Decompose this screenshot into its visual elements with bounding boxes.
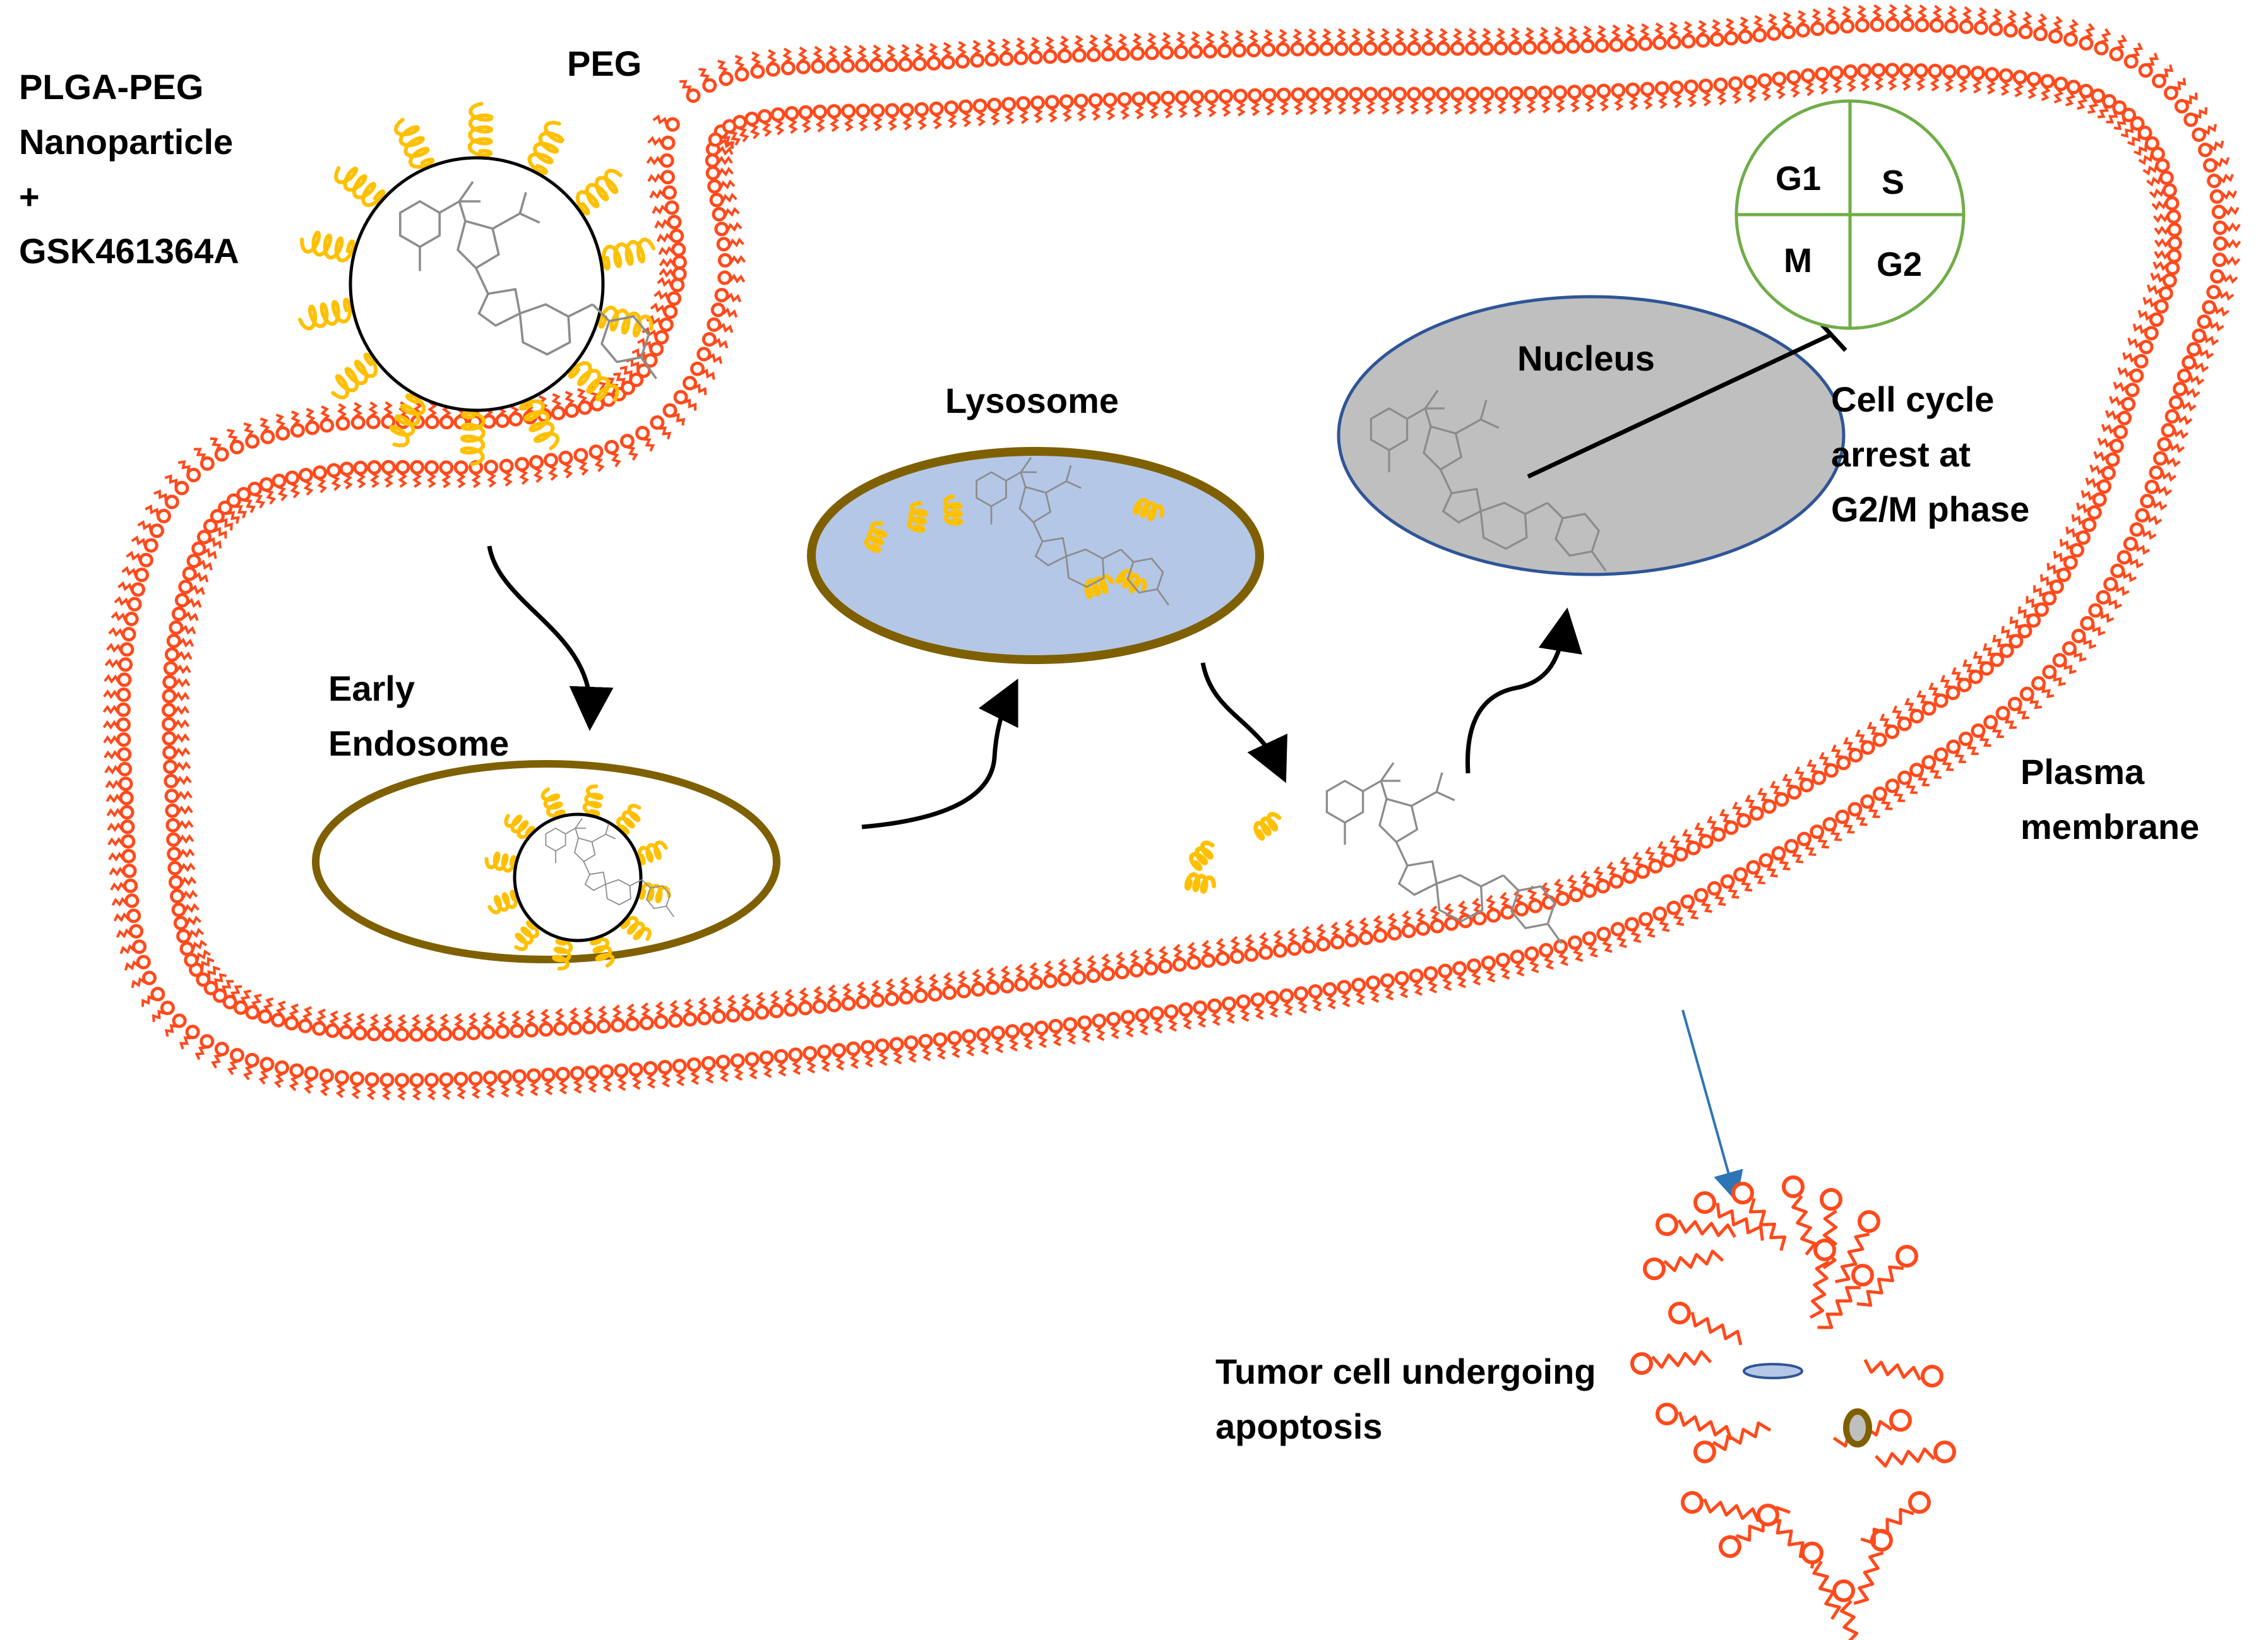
membrane-fragments xyxy=(1630,1175,1956,1640)
arrow-to-apoptosis xyxy=(1681,1009,1743,1203)
nanoparticle-label: PLGA-PEG Nanoparticle + GSK461364A xyxy=(19,60,239,279)
label-line: + xyxy=(19,176,40,217)
label-line: Plasma xyxy=(2020,752,2145,792)
label-line: arrest at xyxy=(1831,434,1971,474)
arrow-cytoplasm-to-nucleus xyxy=(1465,607,1582,774)
vesicle-fragment xyxy=(1843,1408,1872,1447)
phase-g2: G2 xyxy=(1877,246,1923,283)
plga-peg-nanoparticle xyxy=(298,102,658,466)
peg-chains xyxy=(298,102,655,466)
label-line: Nanoparticle xyxy=(19,121,234,162)
label-line: membrane xyxy=(2020,806,2200,847)
drug-molecule-icon xyxy=(1325,761,1563,945)
phase-s: S xyxy=(1882,163,1905,201)
lysosome xyxy=(807,447,1264,664)
pathway-arrows xyxy=(487,545,1582,829)
arrow-endosome-to-lysosome xyxy=(861,678,1018,829)
label-line: Tumor cell undergoing xyxy=(1215,1352,1596,1391)
label-line: Endosome xyxy=(328,723,510,763)
label-line: G2/M phase xyxy=(1831,489,2030,529)
nucleus-label: Nucleus xyxy=(1517,338,1655,378)
phase-g1: G1 xyxy=(1776,160,1822,198)
early-endosome-label: Early Endosome xyxy=(328,662,509,771)
phase-m: M xyxy=(1784,242,1812,280)
apoptotic-cell xyxy=(1630,1175,1956,1640)
arrow-uptake xyxy=(487,545,614,731)
peg-chains-endosome xyxy=(484,784,671,971)
label-line: GSK461364A xyxy=(19,231,239,271)
label-line: Cell cycle xyxy=(1831,379,1995,419)
lysosome-label: Lysosome xyxy=(945,381,1119,420)
cell-cycle-arrest-label: Cell cycle arrest at G2/M phase xyxy=(1831,372,2029,537)
label-line: Early xyxy=(328,668,415,708)
label-line: apoptosis xyxy=(1215,1406,1383,1446)
early-endosome xyxy=(312,760,780,971)
plasma-membrane xyxy=(102,4,2241,1101)
peg-label: PEG xyxy=(567,44,642,83)
label-line: PLGA-PEG xyxy=(19,67,204,107)
released-drug xyxy=(1184,761,1563,945)
cell-cycle-diagram xyxy=(1734,99,1966,330)
apoptosis-label: Tumor cell undergoing apoptosis xyxy=(1215,1345,1596,1454)
nucleus-fragment xyxy=(1743,1363,1803,1379)
plasma-membrane-label: Plasma membrane xyxy=(2020,745,2199,855)
arrow-lysosome-to-cytoplasm xyxy=(1200,662,1287,783)
nucleus xyxy=(1337,295,1846,576)
peg-fragments-cytoplasm xyxy=(1184,812,1282,894)
